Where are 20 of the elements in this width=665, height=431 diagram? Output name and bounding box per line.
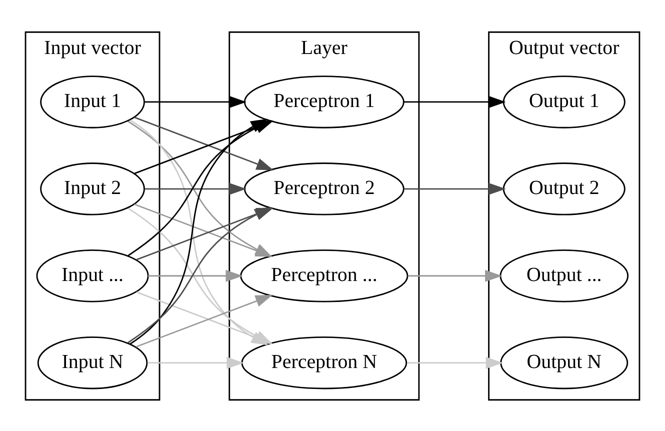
arrow xyxy=(144,182,246,194)
node-ellipse: Input 2 xyxy=(40,162,145,215)
node-ellipse: Perceptron N xyxy=(241,336,408,389)
node-ellipse: Input ... xyxy=(36,249,149,302)
node-ellipse: Output N xyxy=(500,336,628,389)
node-ellipse: Perceptron 1 xyxy=(244,75,404,128)
arrow xyxy=(404,95,506,108)
arrow xyxy=(144,95,246,108)
arrow xyxy=(408,269,502,282)
node-ellipse: Output 1 xyxy=(502,75,626,128)
node-ellipse: Input N xyxy=(37,336,148,389)
node-ellipse: Output 2 xyxy=(502,162,626,215)
arrow xyxy=(404,182,506,194)
node-ellipse: Input 1 xyxy=(40,75,145,128)
arrow xyxy=(148,356,244,368)
node-ellipse: Output ... xyxy=(500,249,629,302)
node-ellipse: Perceptron 2 xyxy=(244,162,404,215)
arrow xyxy=(148,269,243,282)
node-ellipse: Perceptron ... xyxy=(240,249,408,302)
arrow xyxy=(407,356,503,368)
